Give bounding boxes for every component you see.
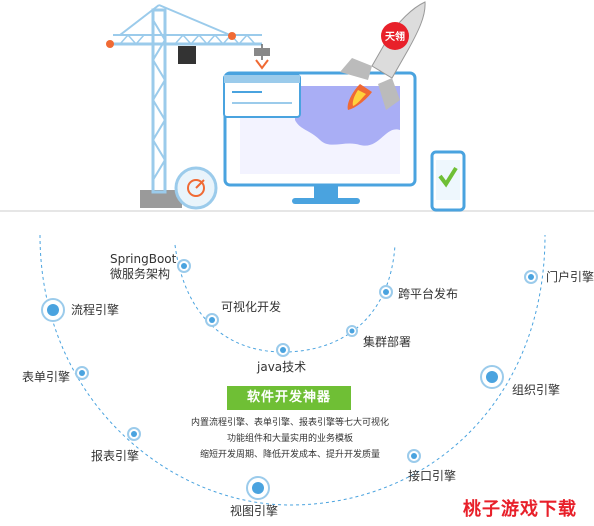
node-label-form: 表单引擎 xyxy=(22,370,71,384)
banner-title: 软件开发神器 xyxy=(227,386,351,410)
node-label-api: 接口引擎 xyxy=(408,469,457,483)
node-label-flow: 流程引擎 xyxy=(71,303,120,317)
inner-arc xyxy=(174,244,396,353)
node-label-java: java技术 xyxy=(257,360,307,374)
description-line-1: 内置流程引擎、表单引擎、报表引擎等七大可视化 xyxy=(190,418,389,428)
crane-icon xyxy=(106,4,270,210)
node-label-portal: 门户引擎 xyxy=(546,270,594,284)
description-line-2: 功能组件和大量实用的业务模板 xyxy=(226,434,353,444)
outer-arc xyxy=(39,234,546,506)
phone-icon xyxy=(430,150,466,212)
rocket-icon: 天翎 xyxy=(340,1,426,110)
node-label-crossplat: 跨平台发布 xyxy=(398,287,459,301)
monitor-icon xyxy=(223,71,417,204)
node-label-view: 视图引擎 xyxy=(230,504,279,518)
description-line-3: 缩短开发周期、降低开发成本、提升开发质量 xyxy=(199,450,380,460)
node-label-visual: 可视化开发 xyxy=(221,300,282,314)
node-label-springboot: SpringBoot 微服务架构 xyxy=(110,252,177,281)
watermark: 桃子游戏下载 xyxy=(463,499,577,520)
node-label-cluster: 集群部署 xyxy=(363,335,412,349)
node-label-org: 组织引擎 xyxy=(512,383,561,397)
node-label-report: 报表引擎 xyxy=(91,449,140,463)
rocket-logo-text: 天翎 xyxy=(385,30,405,43)
